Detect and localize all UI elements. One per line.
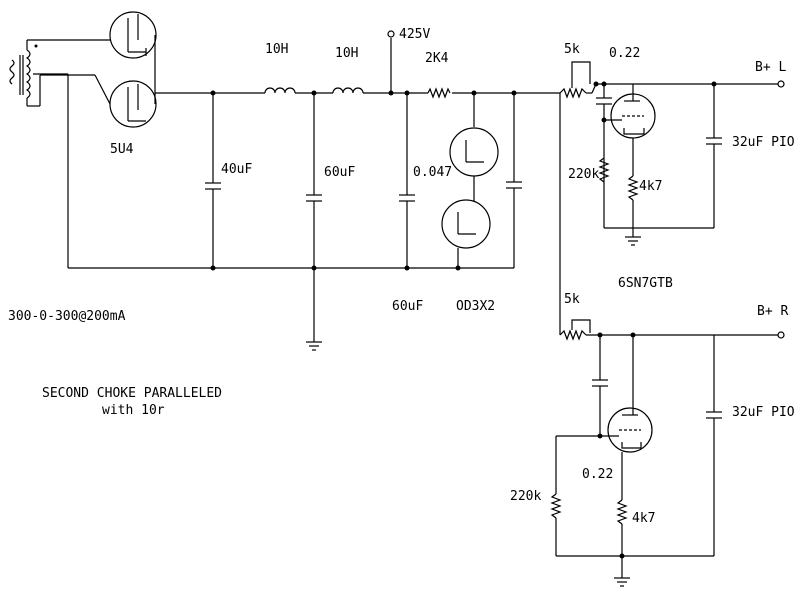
label-cap-right: 0.22	[582, 467, 613, 482]
right-channel-regulator	[550, 319, 785, 587]
capacitor-60uf-b	[399, 93, 415, 268]
label-out-left: B+ L	[755, 60, 786, 75]
od3-voltage-regulators	[441, 93, 499, 268]
capacitor-0047	[506, 93, 522, 268]
label-220k-right: 220k	[510, 489, 541, 504]
label-hv-node: 425V	[399, 27, 430, 42]
label-choke-1: 10H	[265, 42, 288, 57]
junction-dots	[210, 81, 717, 559]
label-4k7-right: 4k7	[632, 511, 655, 526]
label-transformer: 300-0-300@200mA	[8, 309, 126, 324]
label-cap-40uf: 40uF	[221, 162, 252, 177]
label-tube-left: 6SN7GTB	[618, 276, 673, 291]
label-cap-60uf-a: 60uF	[324, 165, 355, 180]
label-pio-left: 32uF PIO	[732, 135, 795, 150]
label-cap-0047: 0.047	[413, 165, 452, 180]
resistor-2k4	[427, 87, 451, 99]
label-pot-right: 5k	[564, 292, 580, 307]
hv-test-point	[387, 30, 395, 38]
label-note-line-1: SECOND CHOKE PARALLELED	[42, 386, 222, 401]
choke-2	[332, 87, 364, 94]
label-note-line-2: with 10r	[102, 403, 165, 418]
left-channel-regulator	[559, 61, 785, 246]
label-220k-left: 220k	[568, 167, 599, 182]
label-pio-right: 32uF PIO	[732, 405, 795, 420]
label-pot-left: 5k	[564, 42, 580, 57]
capacitor-60uf-a	[306, 93, 322, 351]
label-choke-2: 10H	[335, 46, 358, 61]
label-rectifier: 5U4	[110, 142, 134, 157]
label-cap-60uf-b: 60uF	[392, 299, 423, 314]
label-vr-tubes: OD3X2	[456, 299, 495, 314]
rectifier-tube-5u4	[27, 11, 157, 128]
choke-1	[264, 87, 296, 94]
label-cap-left: 0.22	[609, 46, 640, 61]
label-out-right: B+ R	[757, 304, 788, 319]
label-resistor-2k4: 2K4	[425, 51, 449, 66]
capacitor-40uf	[205, 93, 221, 268]
power-transformer	[9, 40, 68, 106]
label-4k7-left: 4k7	[639, 179, 662, 194]
